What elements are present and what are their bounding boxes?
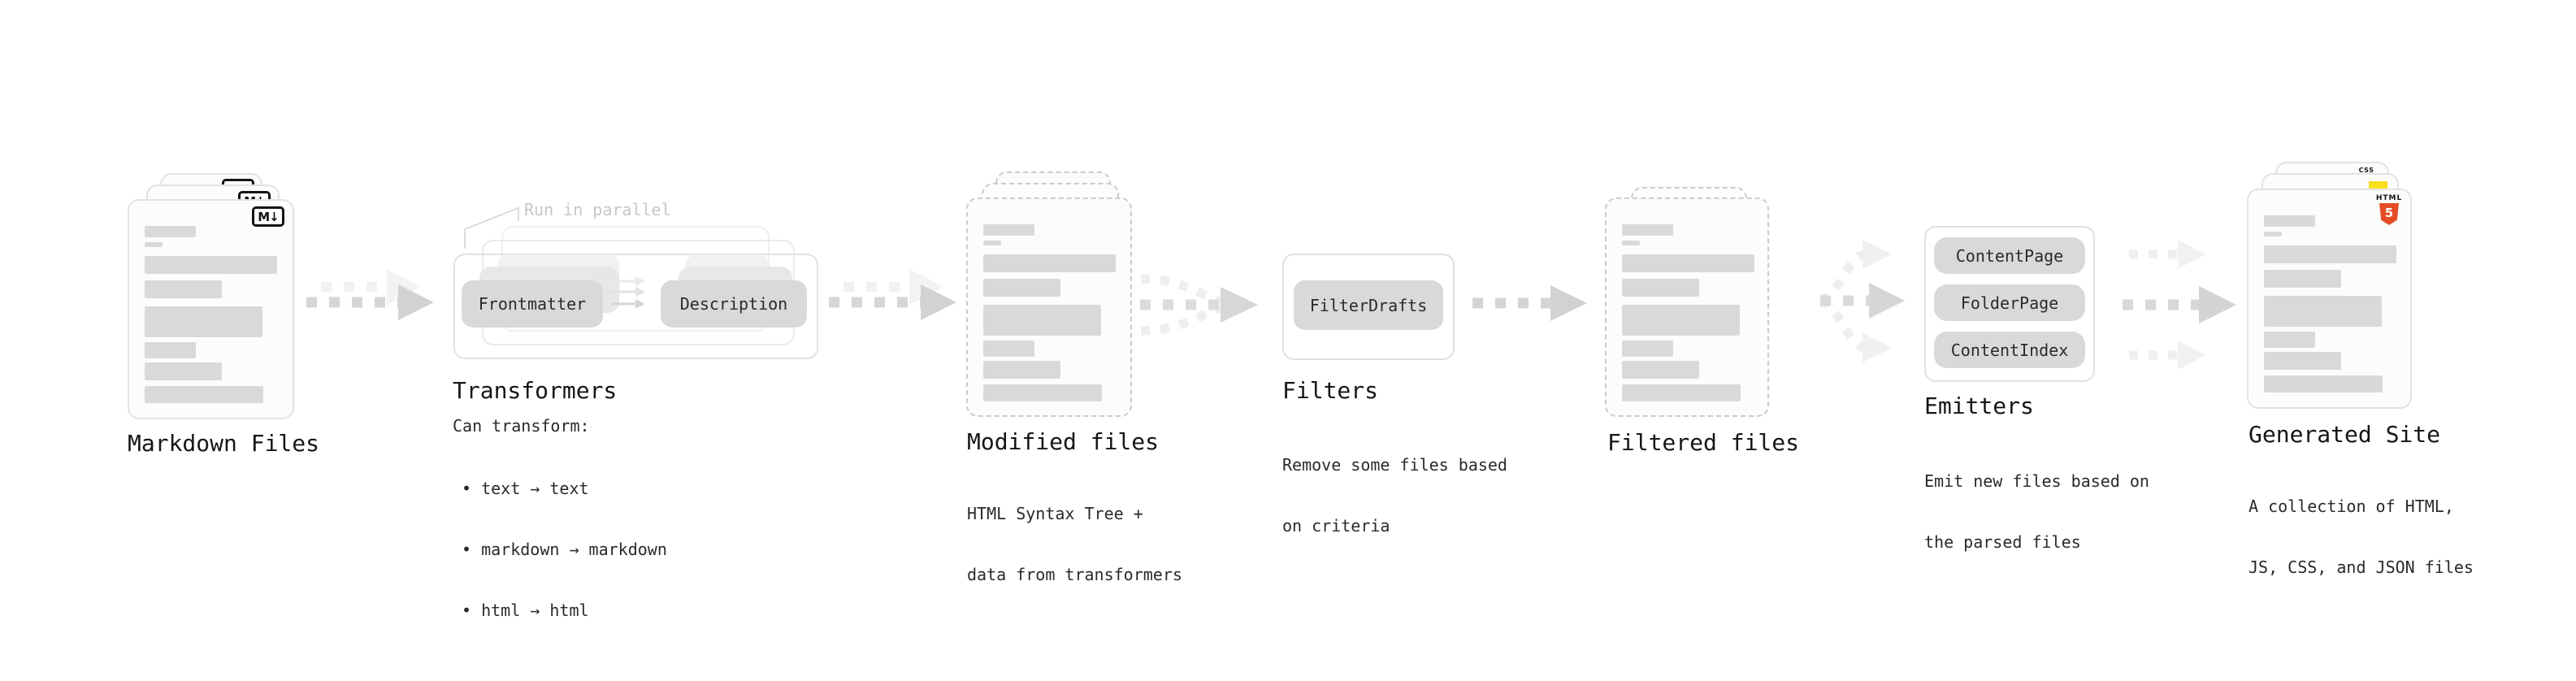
transformers-desc: Can transform:	[453, 416, 590, 436]
desc-line: Remove some files based	[1282, 455, 1507, 475]
html5-icon: HTML 5	[2374, 194, 2404, 225]
filtered-files-title: Filtered files	[1607, 429, 1800, 456]
desc-line: JS, CSS, and JSON files	[2249, 557, 2474, 577]
markdown-file-card: M↓	[128, 199, 294, 419]
text-placeholder-bar	[2264, 270, 2341, 288]
desc-line: the parsed files	[1924, 532, 2081, 552]
text-placeholder-bar	[145, 362, 222, 380]
text-placeholder-bar	[2264, 215, 2315, 227]
text-placeholder-bar	[1622, 224, 1673, 236]
modified-files-desc: HTML Syntax Tree + data from transformer…	[967, 463, 1182, 626]
modified-files-title: Modified files	[967, 428, 1160, 455]
transformers-stage: Frontmatter Description	[451, 199, 833, 370]
folderpage-pill: FolderPage	[1934, 284, 2085, 321]
emitters-title: Emitters	[1924, 393, 2034, 419]
contentindex-pill: ContentIndex	[1934, 332, 2085, 368]
filters-title: Filters	[1282, 377, 1379, 404]
desc-line: on criteria	[1282, 516, 1390, 536]
text-placeholder-bar	[983, 279, 1060, 297]
generated-site-title: Generated Site	[2249, 421, 2441, 448]
modified-files-stage	[966, 171, 1137, 423]
bullet-line: • markdown → markdown	[462, 540, 667, 559]
modified-file-card	[966, 197, 1132, 417]
text-placeholder-bar	[145, 386, 263, 403]
text-placeholder-bar	[983, 361, 1060, 379]
text-placeholder-bar	[983, 384, 1102, 401]
text-placeholder-bar	[145, 306, 262, 337]
text-placeholder-bar	[2264, 232, 2282, 236]
text-placeholder-bar	[2264, 245, 2396, 263]
filterdrafts-pill: FilterDrafts	[1294, 280, 1443, 330]
flow-arrow-transformers-to-modified	[829, 269, 956, 320]
markdown-files-stage: M↓ M↓ M↓	[128, 173, 298, 425]
filters-box	[1282, 254, 1455, 360]
transformers-bullets: • text → text • markdown → markdown • ht…	[462, 438, 667, 661]
flow-arrow-emitters-to-site	[2123, 240, 2236, 370]
note-connector-line	[464, 206, 519, 249]
text-placeholder-bar	[1622, 361, 1699, 379]
markdown-icon: M↓	[252, 206, 284, 227]
text-placeholder-bar	[145, 226, 196, 237]
bullet-line: • text → text	[462, 479, 589, 498]
text-placeholder-bar	[1622, 305, 1740, 336]
text-placeholder-bar	[1622, 384, 1741, 401]
desc-line: data from transformers	[967, 565, 1182, 584]
frontmatter-pill: Frontmatter	[462, 280, 603, 327]
filters-desc: Remove some files based on criteria	[1282, 414, 1507, 577]
filters-stage: FilterDrafts	[1282, 254, 1455, 360]
text-placeholder-bar	[1622, 254, 1754, 272]
generated-site-desc: A collection of HTML, JS, CSS, and JSON …	[2249, 456, 2474, 618]
text-placeholder-bar	[1622, 340, 1673, 357]
desc-line: Emit new files based on	[1924, 471, 2149, 491]
text-placeholder-bar	[983, 254, 1116, 272]
text-placeholder-bar	[1622, 241, 1640, 245]
parallel-step-arrows	[611, 276, 645, 309]
description-pill: Description	[661, 280, 807, 327]
text-placeholder-bar	[1622, 279, 1699, 297]
text-placeholder-bar	[983, 305, 1101, 336]
emitters-box	[1924, 226, 2095, 382]
text-placeholder-bar	[2264, 296, 2382, 327]
js-icon	[2369, 181, 2387, 189]
transformer-box	[453, 254, 818, 359]
emitters-desc: Emit new files based on the parsed files	[1924, 431, 2149, 593]
filtered-files-stage	[1605, 187, 1776, 431]
text-placeholder-bar	[983, 340, 1034, 357]
flow-arrow-modified-to-filters	[1140, 274, 1258, 336]
generated-site-stage: CSS HTML 5	[2247, 162, 2418, 414]
flow-arrow-markdown-to-transformers	[306, 269, 434, 320]
text-placeholder-bar	[2264, 332, 2315, 348]
text-placeholder-bar	[983, 241, 1001, 245]
flow-arrow-filters-to-filtered	[1472, 285, 1587, 321]
desc-line: HTML Syntax Tree +	[967, 504, 1143, 523]
text-placeholder-bar	[2264, 375, 2383, 393]
markdown-files-title: Markdown Files	[128, 430, 320, 457]
desc-line: A collection of HTML,	[2249, 497, 2454, 516]
emitters-stage: ContentPage FolderPage ContentIndex	[1924, 226, 2095, 382]
text-placeholder-bar	[145, 242, 163, 247]
contentpage-pill: ContentPage	[1934, 237, 2085, 274]
text-placeholder-bar	[2264, 352, 2341, 370]
text-placeholder-bar	[145, 342, 196, 358]
text-placeholder-bar	[145, 280, 222, 298]
text-placeholder-bar	[983, 224, 1034, 236]
flow-arrow-filtered-to-emitters	[1819, 240, 1905, 362]
bullet-line: • html → html	[462, 601, 589, 620]
run-in-parallel-note: Run in parallel	[524, 200, 671, 219]
transformers-title: Transformers	[453, 377, 618, 404]
filtered-file-card	[1605, 197, 1769, 417]
text-placeholder-bar	[145, 256, 277, 274]
html-file-card: HTML 5	[2247, 189, 2412, 409]
